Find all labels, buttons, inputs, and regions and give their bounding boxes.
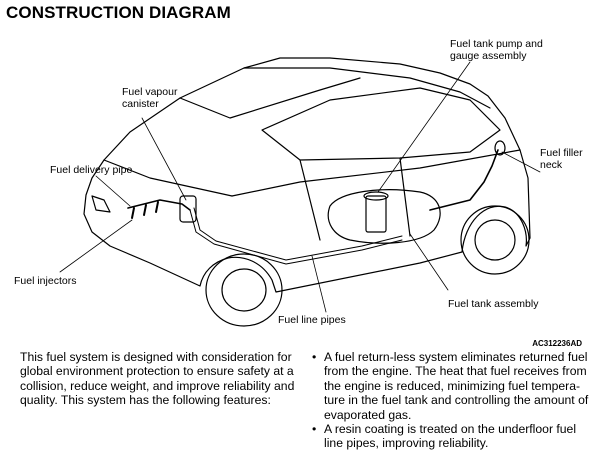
leader-delivery bbox=[95, 175, 131, 207]
vapour-canister bbox=[179, 195, 197, 223]
label-fuel-vapour-canister: Fuel vapour canister bbox=[122, 86, 178, 110]
roof-line bbox=[243, 67, 491, 109]
windshield-line bbox=[179, 77, 361, 119]
bullet-symbol: • bbox=[312, 350, 317, 364]
hood-line bbox=[103, 159, 233, 197]
pump-assembly bbox=[365, 195, 387, 233]
label-fuel-tank-assembly: Fuel tank assembly bbox=[448, 298, 539, 310]
bullet-symbol: • bbox=[312, 422, 317, 437]
label-fuel-injectors: Fuel injectors bbox=[14, 275, 77, 287]
label-fuel-tank-pump: Fuel tank pump and gauge assembly bbox=[450, 38, 543, 62]
label-fuel-line-pipes: Fuel line pipes bbox=[278, 314, 346, 326]
door-line-2 bbox=[399, 157, 411, 237]
feature-list: • A fuel return-less system eliminates r… bbox=[312, 350, 594, 451]
headlight bbox=[91, 195, 111, 213]
car-fuel-system-diagram bbox=[59, 57, 541, 327]
label-fuel-filler-neck: Fuel filler neck bbox=[540, 147, 583, 171]
injector-2 bbox=[143, 204, 147, 216]
rear-wheel bbox=[460, 205, 530, 275]
front-wheel-inner bbox=[221, 268, 267, 312]
filler-pipe bbox=[429, 149, 499, 211]
filler-neck bbox=[494, 140, 506, 156]
leader-canister bbox=[141, 117, 187, 201]
feature-text: A fuel return-less system eliminates ret… bbox=[324, 350, 589, 422]
leader-pipes bbox=[311, 255, 327, 313]
pump-cap bbox=[363, 191, 389, 201]
label-fuel-delivery-pipe: Fuel delivery pipe bbox=[50, 164, 133, 176]
front-wheel bbox=[205, 253, 283, 327]
fuel-line-pipe-a bbox=[189, 209, 403, 265]
delivery-pipe bbox=[127, 199, 191, 211]
door-line bbox=[299, 159, 321, 241]
car-body-outline bbox=[83, 57, 531, 293]
beltline bbox=[231, 149, 521, 197]
fuel-tank bbox=[327, 189, 441, 244]
feature-item: • A fuel return-less system eliminates r… bbox=[312, 350, 594, 422]
intro-paragraph: This fuel system is designed with consid… bbox=[20, 350, 295, 408]
fuel-line-pipe-b bbox=[193, 207, 403, 261]
leader-injectors bbox=[59, 219, 133, 273]
leader-filler bbox=[501, 151, 541, 173]
leader-pump bbox=[377, 61, 471, 193]
feature-item: • A resin coating is treated on the unde… bbox=[312, 422, 594, 451]
leader-tank bbox=[409, 233, 449, 291]
page-title: CONSTRUCTION DIAGRAM bbox=[6, 3, 231, 22]
side-window bbox=[261, 87, 501, 161]
rear-wheel-inner bbox=[474, 219, 516, 261]
feature-text: A resin coating is treated on the underf… bbox=[324, 422, 577, 451]
injector-3 bbox=[155, 201, 159, 213]
injector-1 bbox=[131, 207, 135, 219]
figure-code: AC312236AD bbox=[532, 339, 582, 348]
